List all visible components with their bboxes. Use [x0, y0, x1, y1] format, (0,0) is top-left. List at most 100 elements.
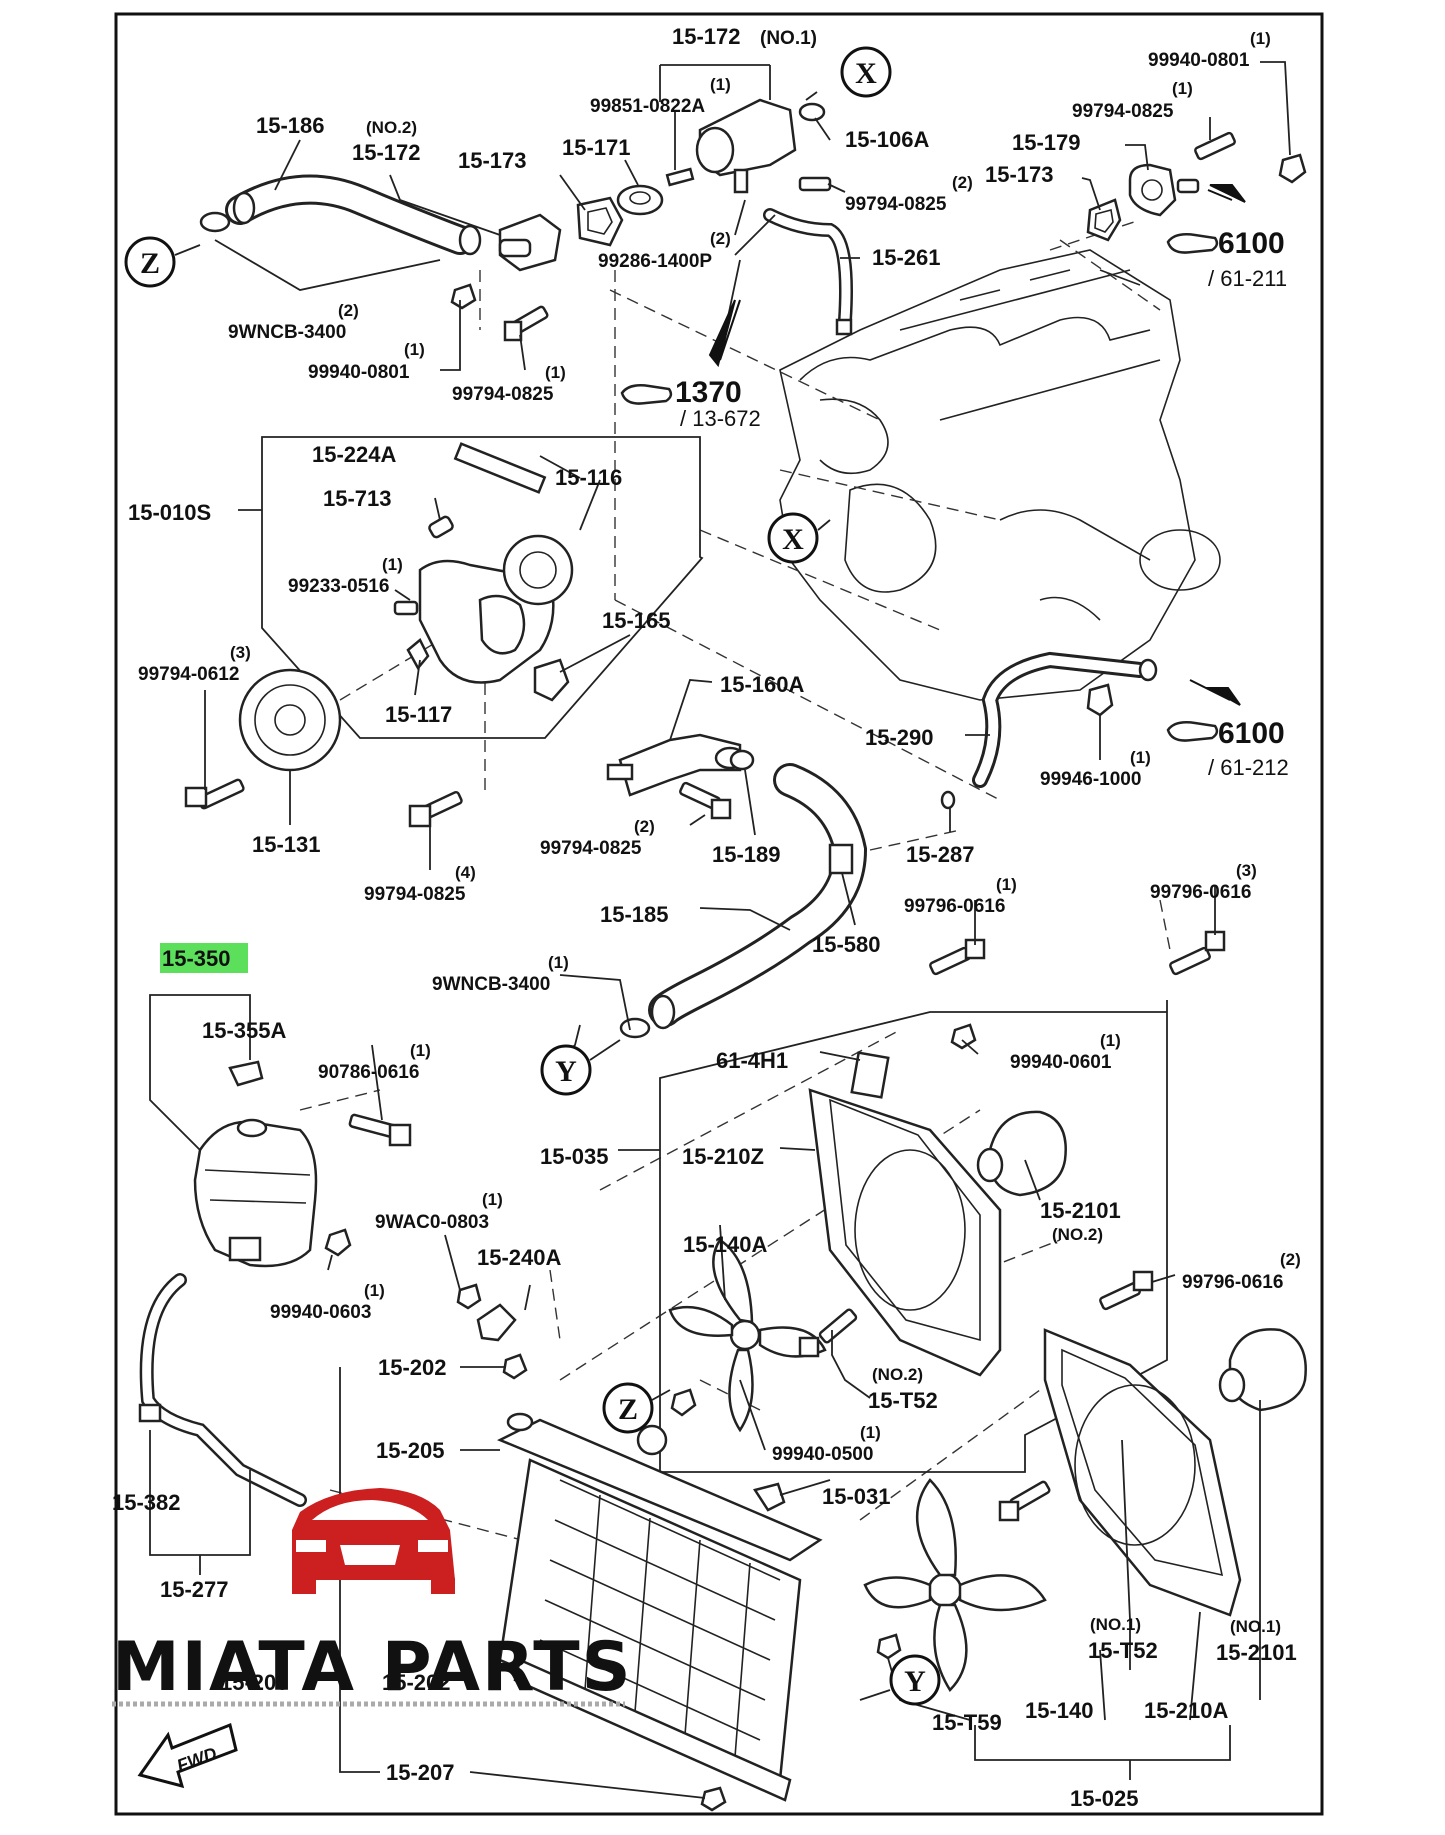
label-15-131: 15-131	[252, 832, 321, 857]
qty-99233: (1)	[382, 555, 403, 574]
cap-15-355a	[228, 1060, 264, 1087]
qty-99796-0616-a: (1)	[996, 875, 1017, 894]
label-99946-1000: 99946-1000	[1040, 769, 1141, 790]
label-99940-0500: 99940-0500	[772, 1444, 873, 1465]
label-99794-0612: 99794-0612	[138, 664, 239, 685]
label-99796-0616-a: 99796-0616	[904, 896, 1005, 917]
label-15-224a: 15-224A	[312, 442, 397, 467]
qty-99940-0500: (1)	[860, 1423, 881, 1442]
bracket-15-240a	[476, 1303, 517, 1342]
label-no2-tag-c: (NO.2)	[872, 1365, 923, 1384]
label-99796-0616-c: 99796-0616	[1182, 1272, 1283, 1293]
label-15-205: 15-205	[376, 1438, 445, 1463]
reference-hand-icons	[620, 184, 1246, 742]
label-9wncb-3400-b: 9WNCB-3400	[432, 974, 550, 995]
qty-99794-0825-e: (2)	[634, 817, 655, 836]
label-99940-0601: 99940-0601	[1010, 1052, 1112, 1073]
callout-z-radiator-text: Z	[618, 1393, 638, 1426]
label-15-031: 15-031	[822, 1484, 891, 1509]
fan-assembly-box	[659, 1000, 1168, 1473]
label-99794-0825-a: 99794-0825	[845, 194, 947, 215]
label-99794-0825-d: 99794-0825	[364, 884, 466, 905]
arrow-icon-6100-b	[1189, 679, 1241, 706]
bolt-99796-0616-a	[929, 938, 986, 976]
nut-99940-0801-right	[1278, 153, 1307, 184]
callout-y-fan: Y	[889, 1654, 941, 1706]
label-no1-tag: (NO.1)	[760, 28, 817, 49]
bypass-hose-15-261	[763, 208, 853, 336]
bolt-99794-0825-e	[679, 781, 732, 820]
thermostat-housing-15-172-no1	[695, 98, 797, 194]
label-15-290: 15-290	[865, 725, 934, 750]
qty-99851: (1)	[710, 75, 731, 94]
leader-lines	[149, 61, 1291, 1799]
label-15-355a: 15-355A	[202, 1018, 287, 1043]
label-99940-0603: 99940-0603	[270, 1302, 371, 1323]
radiator-15-205	[496, 1412, 823, 1802]
qty-99796-0616-c: (2)	[1280, 1250, 1301, 1269]
bolt-99794-0825-b	[503, 305, 549, 342]
label-15-165: 15-165	[602, 608, 671, 633]
label-99796-0616-b: 99796-0616	[1150, 882, 1251, 903]
qty-99286: (2)	[710, 229, 731, 248]
water-pump-box	[261, 436, 704, 739]
clamp-9wncb-top	[199, 211, 482, 256]
label-no1-tag-b: (NO.1)	[1090, 1615, 1141, 1634]
label-15-261: 15-261	[872, 245, 941, 270]
qty-99946: (1)	[1130, 748, 1151, 767]
nut-99940-0603	[324, 1228, 352, 1257]
callout-y-hose: Y	[540, 1044, 592, 1096]
water-pipe-15-179	[1128, 163, 1200, 217]
label-15-277: 15-277	[160, 1577, 229, 1602]
bolt-99794-0825-d	[408, 791, 463, 828]
callout-x-top-text: X	[855, 57, 877, 90]
label-15-031	[753, 1482, 786, 1512]
qty-99796-0616-b: (3)	[1236, 861, 1257, 880]
label-15-116: 15-116	[555, 465, 622, 490]
callout-y-fan-text: Y	[904, 1665, 926, 1698]
label-no2-tag: (NO.2)	[366, 118, 417, 137]
quantity-labels: (1) (2) (2) (1) (1) (2) (1) (1) (1) (3) …	[230, 29, 1301, 1442]
diagram-frame	[114, 12, 1324, 1816]
bolt-15-202-top	[502, 1353, 528, 1380]
callout-x-engine: X	[767, 512, 819, 564]
label-15-172-no1: 15-172	[672, 24, 741, 49]
gasket-15-173-left	[576, 196, 624, 247]
callout-z-top-text: Z	[140, 247, 160, 280]
qty-9wncb-b: (1)	[548, 953, 569, 972]
label-15-2101-no2: 15-2101	[1040, 1198, 1121, 1223]
label-6100-a: 6100	[1218, 227, 1285, 260]
fan-shroud-15-210z	[808, 1051, 1002, 1377]
label-15-160a: 15-160A	[720, 672, 805, 697]
o-ring-15-106a	[798, 102, 826, 122]
nut-99940-0801-left	[450, 283, 477, 310]
highlight-15-350	[160, 943, 248, 973]
label-15-382: 15-382	[112, 1490, 181, 1515]
bolt-90786-0616	[348, 1113, 412, 1147]
label-15-2101-no1: 15-2101	[1216, 1640, 1297, 1665]
label-15-189: 15-189	[712, 842, 781, 867]
drain-15-207	[700, 1786, 727, 1812]
label-15-035: 15-035	[540, 1144, 609, 1169]
fan-motor-15-2101-no2	[976, 1110, 1067, 1197]
bracket-15-580	[828, 843, 854, 875]
label-15-117: 15-117	[385, 702, 452, 727]
label-13-672: / 13-672	[680, 406, 761, 431]
label-61-212: / 61-212	[1208, 755, 1289, 780]
bolt-99794-0612	[184, 778, 245, 810]
qty-99940-0603: (1)	[364, 1281, 385, 1300]
label-99286-1400p: 99286-1400P	[598, 251, 712, 272]
label-99794-0825-b: 99794-0825	[452, 384, 554, 405]
label-99851-0822a: 99851-0822A	[590, 96, 705, 117]
label-15-207: 15-207	[386, 1760, 455, 1785]
qty-99794-0825-c: (1)	[1172, 79, 1193, 98]
bolt-15-t52-no1	[998, 1480, 1051, 1522]
label-15-172-no2: 15-172	[352, 140, 421, 165]
label-15-210a: 15-210A	[1144, 1698, 1229, 1723]
label-99940-0801-b: 99940-0801	[1148, 50, 1250, 71]
label-15-200: 15-200	[220, 1670, 289, 1695]
part-labels: 15-172 (NO.1) 99851-0822A 15-171 15-106A…	[112, 24, 1297, 1811]
miata-parts-logo: MIATA PARTS	[112, 1488, 631, 1707]
